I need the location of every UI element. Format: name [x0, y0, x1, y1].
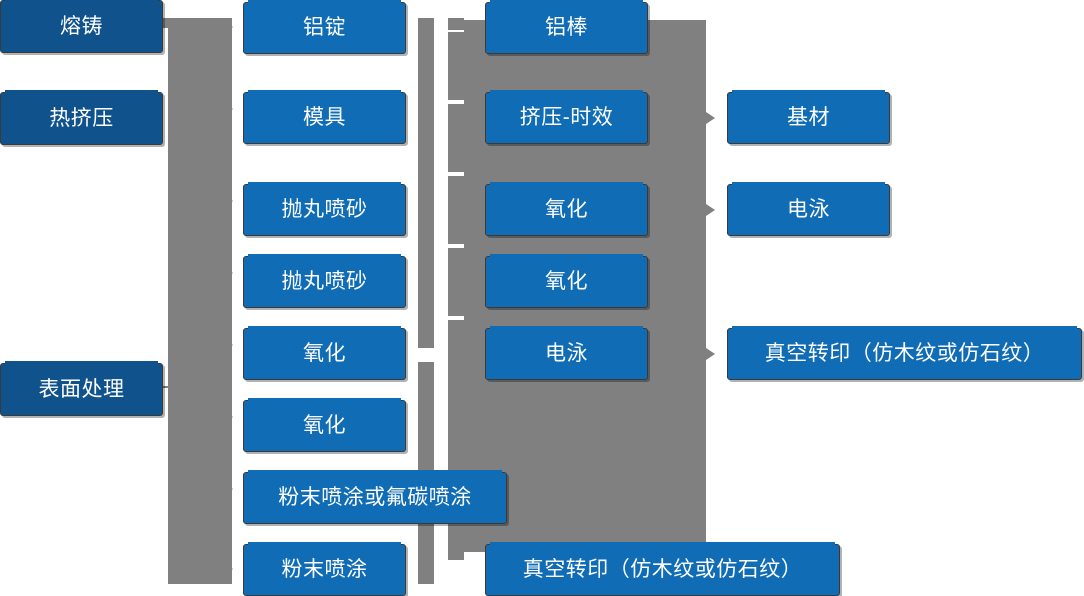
- arrow-to-c2-5: [222, 337, 233, 353]
- process-label: 模具: [303, 106, 346, 130]
- process-box-powder-or-fluorocarbon-coating[interactable]: 粉末喷涂或氟碳喷涂: [243, 470, 507, 524]
- bar-col3-left: [448, 18, 464, 30]
- process-label: 粉末喷涂: [281, 558, 368, 582]
- process-label: 真空转印（仿木纹或仿石纹）: [522, 558, 803, 582]
- stage-label: 熔铸: [60, 14, 103, 38]
- process-box-electrophoresis-c3[interactable]: 电泳: [485, 326, 648, 380]
- stage-label: 热挤压: [49, 106, 114, 130]
- process-box-vacuum-transfer-c3[interactable]: 真空转印（仿木纹或仿石纹）: [485, 542, 840, 596]
- process-box-aluminium-bar[interactable]: 铝棒: [485, 0, 648, 54]
- bar-col2-right: [418, 18, 434, 348]
- process-label: 挤压-时效: [519, 106, 614, 130]
- process-box-powder-coating[interactable]: 粉末喷涂: [243, 542, 406, 596]
- process-label: 氧化: [303, 414, 346, 438]
- process-box-oxidation-c2-2[interactable]: 氧化: [243, 398, 406, 452]
- process-box-substrate[interactable]: 基材: [727, 90, 890, 144]
- process-box-oxidation-c2-1[interactable]: 氧化: [243, 326, 406, 380]
- process-box-mould[interactable]: 模具: [243, 90, 406, 144]
- bar-col3-left-5: [448, 248, 464, 316]
- process-label: 电泳: [545, 342, 588, 366]
- arrow-to-c2-6: [222, 409, 233, 425]
- process-label: 真空转印（仿木纹或仿石纹）: [764, 342, 1045, 366]
- process-box-aluminium-ingot[interactable]: 铝锭: [243, 0, 406, 54]
- arrow-to-c2-1: [222, 19, 233, 35]
- process-label: 粉末喷涂或氟碳喷涂: [278, 486, 472, 510]
- process-label: 铝锭: [303, 16, 346, 40]
- trunk-left-connector-body: [168, 18, 232, 584]
- process-label: 氧化: [303, 342, 346, 366]
- arrow-to-c4-3: [706, 348, 715, 360]
- bar-col3-left-2: [448, 32, 464, 100]
- process-box-electrophoresis-c4[interactable]: 电泳: [727, 182, 890, 236]
- process-label: 铝棒: [545, 16, 588, 40]
- process-label: 氧化: [545, 270, 588, 294]
- process-box-vacuum-transfer-c4[interactable]: 真空转印（仿木纹或仿石纹）: [727, 326, 1082, 380]
- process-box-oxidation-c3-2[interactable]: 氧化: [485, 254, 648, 308]
- process-box-shot-blasting-1[interactable]: 抛丸喷砂: [243, 182, 406, 236]
- bar-col3-left-4: [448, 176, 464, 244]
- bar-col3-left-6: [448, 320, 464, 560]
- stage-box-melting[interactable]: 熔铸: [0, 0, 163, 53]
- stage-box-extrusion[interactable]: 热挤压: [0, 90, 163, 145]
- bar-col3-left-3: [448, 104, 464, 172]
- arrow-to-c2-2: [222, 101, 233, 117]
- process-label: 基材: [787, 106, 830, 130]
- process-label: 电泳: [787, 198, 830, 222]
- arrow-to-c2-4: [222, 265, 233, 281]
- arrow-to-c2-8: [222, 561, 233, 577]
- process-label: 抛丸喷砂: [281, 198, 368, 222]
- process-box-extrusion-aging[interactable]: 挤压-时效: [485, 90, 648, 144]
- stage-box-surface-treatment[interactable]: 表面处理: [0, 361, 163, 416]
- process-label: 氧化: [545, 198, 588, 222]
- arrow-to-c4-1: [706, 112, 715, 124]
- arrow-to-c4-2: [706, 204, 715, 216]
- arrow-to-c2-3: [222, 193, 233, 209]
- stage-label: 表面处理: [38, 377, 125, 401]
- trunk-left-vertical: [168, 18, 232, 584]
- process-label: 抛丸喷砂: [281, 270, 368, 294]
- process-box-shot-blasting-2[interactable]: 抛丸喷砂: [243, 254, 406, 308]
- arrow-to-c2-7: [222, 481, 233, 497]
- surface-elbow: [163, 386, 177, 388]
- process-box-oxidation-c3-1[interactable]: 氧化: [485, 182, 648, 236]
